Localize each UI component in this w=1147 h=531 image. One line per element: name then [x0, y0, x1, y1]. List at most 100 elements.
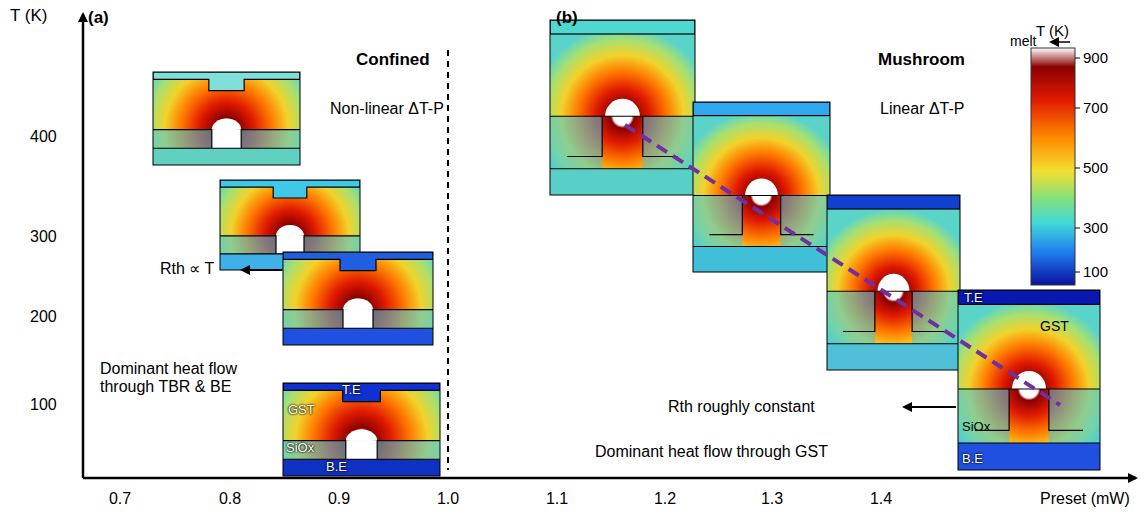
- tick-label: 1.3: [761, 490, 783, 508]
- cell-drawing: [811, 195, 976, 374]
- note: Dominant heat flow through TBR & BE: [100, 360, 240, 397]
- part-label: T.E: [342, 383, 361, 398]
- cell-part: [220, 236, 360, 254]
- cell-part: [745, 179, 778, 196]
- cell-part: [220, 236, 360, 254]
- tick-label: 400: [30, 128, 57, 146]
- cell-part: [693, 196, 830, 247]
- panel-label: (b): [556, 8, 578, 28]
- cell-drawing: [265, 217, 451, 403]
- cell-part: [827, 209, 960, 370]
- cell-body: [550, 20, 695, 195]
- cell-part: [343, 310, 373, 329]
- colorbar-tick: 900: [1083, 49, 1108, 66]
- cell-body: [153, 72, 300, 165]
- axis-title: T (K): [10, 6, 47, 26]
- cell-part: [283, 252, 433, 345]
- note: Dominant heat flow through GST: [595, 443, 828, 461]
- cell-part: [958, 290, 1100, 470]
- cell-part: [283, 310, 433, 329]
- part-label: T.E: [964, 291, 983, 306]
- part-label: GST: [1040, 318, 1069, 334]
- tick-label: 0.8: [219, 490, 241, 508]
- cell-part: [693, 247, 830, 273]
- colorbar-label: melt: [1010, 33, 1036, 49]
- tick-label: 100: [30, 396, 57, 414]
- colorbar-tick: 300: [1083, 219, 1108, 236]
- cell-drawing: [677, 102, 847, 280]
- divider-line: [447, 50, 449, 470]
- cell-part: [550, 116, 695, 169]
- cell-part: [283, 383, 440, 476]
- tick-label: 1.1: [546, 490, 568, 508]
- cell-part: [605, 99, 640, 117]
- panel-label: (a): [88, 8, 109, 28]
- tick-label: 0.7: [109, 490, 131, 508]
- leader-arrow: [904, 406, 956, 408]
- cell-part: [283, 383, 440, 402]
- cell-part: [153, 130, 300, 149]
- leader-arrow: [242, 269, 282, 271]
- part-label: SiOx: [962, 420, 990, 435]
- cell-part: [346, 441, 377, 460]
- note: Rth ∝ T: [160, 260, 214, 278]
- x-axis: [83, 477, 1136, 480]
- region-title: Confined: [356, 50, 430, 70]
- cell-body: [693, 102, 830, 272]
- cell-part: [827, 291, 875, 344]
- cell-part: [276, 225, 304, 236]
- cell-body: [283, 383, 440, 476]
- note: Linear ΔT-P: [880, 100, 965, 118]
- part-label: GST: [288, 403, 315, 418]
- cell-part: [693, 102, 830, 116]
- cell-part: [276, 236, 304, 254]
- cell-drawing: [533, 20, 713, 206]
- colorbar-title: T (K): [1036, 22, 1069, 39]
- part-label: B.E: [962, 452, 983, 467]
- cell-part: [153, 72, 300, 165]
- cell-part: [827, 344, 960, 370]
- cell-part: [550, 20, 695, 195]
- cell-drawing: [264, 343, 459, 531]
- cell-part: [693, 111, 830, 272]
- cell-part: [283, 328, 433, 345]
- y-axis: [82, 14, 85, 478]
- cell-part: [693, 102, 830, 272]
- note: Non-linear ΔT-P: [330, 100, 444, 118]
- cell-part: [153, 72, 300, 165]
- colorbar-tick: 700: [1083, 99, 1108, 116]
- cell-part: [212, 119, 241, 130]
- tick-label: 1.4: [870, 490, 892, 508]
- cell-part: [346, 430, 377, 441]
- cell-part: [827, 195, 960, 209]
- cell-part: [153, 130, 300, 149]
- cell-part: [827, 195, 960, 370]
- cell-part: [283, 459, 440, 476]
- cell-part: [283, 441, 440, 460]
- cell-part: [693, 196, 742, 247]
- colorbar-tick: 500: [1083, 159, 1108, 176]
- cell-part: [153, 72, 300, 91]
- leader-arrow: [1051, 41, 1070, 43]
- cell-body: [283, 252, 433, 345]
- tick-label: 200: [30, 308, 57, 326]
- tick-label: 300: [30, 228, 57, 246]
- cell-part: [212, 130, 241, 149]
- cell-body: [827, 195, 960, 370]
- cell-part: [343, 299, 373, 310]
- cell-part: [283, 252, 433, 271]
- cell-part: [550, 169, 695, 195]
- tick-label: 1.0: [437, 490, 459, 508]
- axis-title: Preset (mW): [1040, 490, 1130, 508]
- tick-label: 0.9: [328, 490, 350, 508]
- cell-part: [283, 252, 433, 345]
- cell-part: [643, 116, 695, 169]
- cell-part: [283, 441, 440, 460]
- cell-part: [153, 148, 300, 165]
- cell-part: [958, 443, 1100, 470]
- cell-part: [220, 180, 360, 198]
- cell-part: [283, 383, 440, 476]
- tick-label: 1.2: [654, 490, 676, 508]
- part-label: SiOx: [286, 441, 314, 456]
- region-title: Mushroom: [878, 50, 965, 70]
